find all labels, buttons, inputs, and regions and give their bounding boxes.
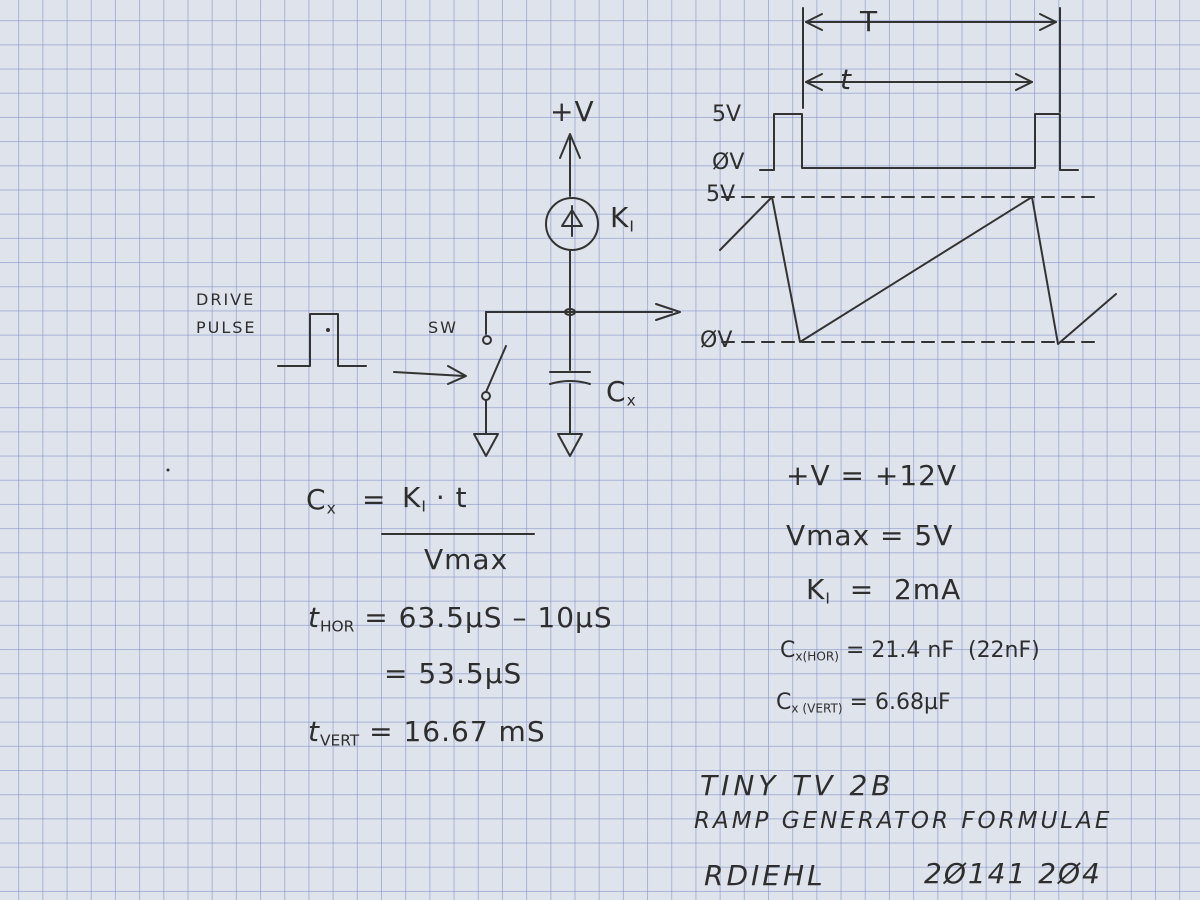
period-t-arrow-left-head [805, 73, 823, 91]
pulse-5v-label: 5V [712, 102, 742, 127]
drive-arrow-icon [447, 365, 467, 385]
supply-arrow-icon [559, 133, 581, 159]
cx-hor-value: Cx(HOR) = 21.4 nF (22nF) [780, 638, 1040, 664]
ramp-0v-label: ØV [700, 328, 733, 353]
t-vert-formula: tVERT = 16.67 mS [308, 715, 546, 750]
drive-pulse-waveform [277, 313, 367, 367]
period-T-arrow-right-head [1039, 13, 1057, 31]
date-label: 2Ø141 2Ø4 [924, 857, 1102, 890]
title-line1: TINY TV 2B [700, 769, 895, 802]
capacitor-label: Cx [606, 375, 636, 410]
cx-vert-value: Cx (VERT) = 6.68µF [776, 690, 951, 716]
pulse-waveform [759, 113, 1079, 171]
vplus-value: +V = +12V [786, 459, 958, 492]
period-T-label: T [860, 5, 879, 38]
circuit [166, 133, 681, 472]
drive-arrow-line [393, 371, 465, 377]
drive-label-line2: PULSE [196, 318, 257, 337]
switch-label: SW [428, 318, 458, 337]
stray-dot [326, 328, 330, 332]
ramp-waveform [719, 196, 1117, 345]
output-arrow-icon [655, 303, 681, 321]
switch-top-contact [482, 335, 492, 345]
period-markers [802, 7, 1061, 113]
period-t-arrow-right-head [1015, 73, 1033, 91]
capacitor-bottom-plate [549, 380, 591, 385]
switch-blade [485, 345, 507, 393]
current-source-label: KI [610, 201, 634, 236]
switch-ground-icon [473, 433, 499, 457]
author-label: RDIEHL [704, 859, 826, 892]
supply-label: +V [550, 95, 595, 128]
vmax-value: Vmax = 5V [786, 519, 954, 552]
t-hor-result: = 53.5µS [384, 657, 523, 690]
pulse-0v-label: ØV [712, 150, 745, 175]
current-source-circle [545, 197, 599, 251]
stray-dot-2 [166, 468, 170, 472]
t-hor-formula: tHOR = 63.5µS – 10µS [308, 601, 613, 636]
period-t-label: t [840, 63, 852, 96]
cx-equals: = [362, 483, 387, 516]
ramp-5v-label: 5V [706, 182, 736, 207]
period-T-arrow-left-head [805, 13, 823, 31]
capacitor-ground-icon [557, 433, 583, 457]
switch-bottom-contact [481, 391, 491, 401]
drive-label-line1: DRIVE [196, 290, 256, 309]
ramp-sawtooth [719, 196, 1117, 345]
title-line2: RAMP GENERATOR FORMULAE [694, 808, 1113, 834]
current-source-arrow-icon [561, 205, 583, 237]
cx-numerator: KI · t [402, 481, 468, 516]
ki-value: KI = 2mA [806, 573, 962, 608]
junction-dot [564, 308, 576, 316]
cx-lhs: Cx [306, 483, 336, 518]
cx-denominator: Vmax [424, 543, 509, 576]
